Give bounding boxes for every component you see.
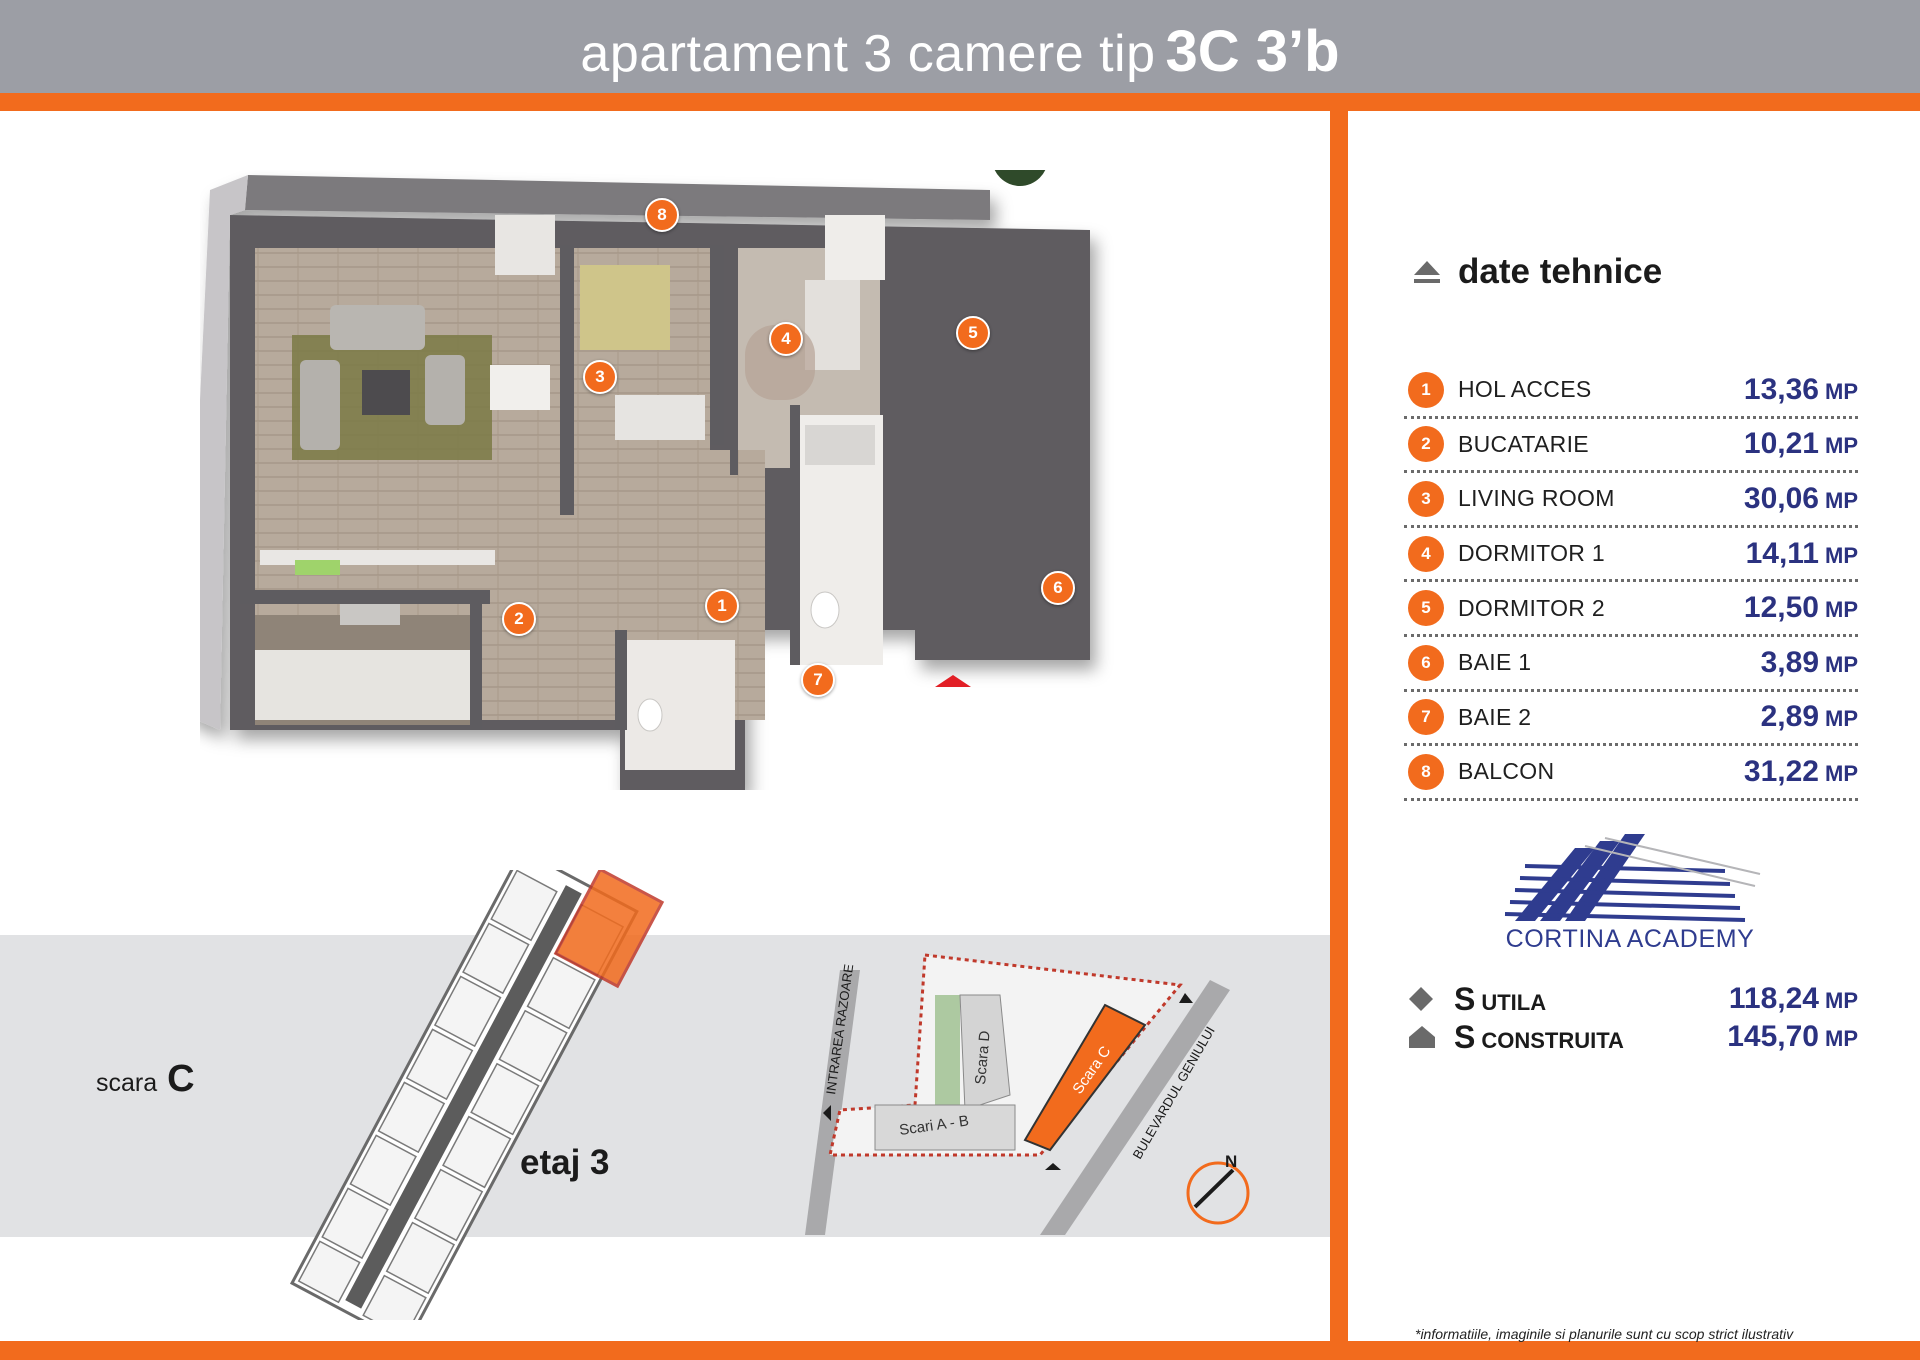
column-divider: [1330, 111, 1348, 1341]
title-bold: 3C 3’b: [1165, 19, 1340, 84]
room-area-value: 13,36: [1743, 372, 1819, 406]
floor-plan-drawing: [185, 130, 1090, 790]
room-name: DORMITOR 1: [1458, 540, 1605, 567]
building-floor-keyplan: [289, 870, 665, 1320]
room-name: BUCATARIE: [1458, 430, 1589, 457]
footer-accent-stripe: [0, 1341, 1920, 1360]
house-icon: [1409, 1026, 1435, 1048]
room-marker-5: 5: [956, 316, 990, 350]
room-marker-2: 2: [502, 602, 536, 636]
room-area-unit: MP: [1825, 597, 1858, 623]
eject-icon: [1414, 261, 1440, 283]
room-marker-8: 8: [645, 198, 679, 232]
room-number-badge: 8: [1408, 753, 1444, 790]
diamond-icon: [1409, 987, 1433, 1011]
room-number-badge: 5: [1408, 590, 1444, 627]
room-number-badge: 3: [1408, 480, 1444, 517]
site-plan: INTRAREA RAZOARE BULEVARDUL GENIULUI Sca…: [805, 953, 1250, 1235]
room-name: BALCON: [1458, 758, 1555, 785]
floor-label: etaj 3: [520, 1143, 610, 1182]
room-area-value: 14,11: [1745, 536, 1819, 570]
compass-icon: N: [1186, 1152, 1250, 1225]
room-marker-3: 3: [583, 360, 617, 394]
room-marker-1: 1: [705, 589, 739, 623]
room-area-unit: MP: [1825, 542, 1858, 568]
room-name: DORMITOR 2: [1458, 594, 1605, 621]
room-area-unit: MP: [1825, 651, 1858, 677]
disclaimer-note: *informatiile, imaginile si planurile su…: [1415, 1326, 1794, 1342]
area-value: 145,70: [1727, 1020, 1819, 1053]
room-number-badge: 6: [1408, 644, 1444, 681]
room-area-value: 12,50: [1743, 591, 1819, 625]
room-area-unit: MP: [1825, 487, 1858, 513]
area-s-letter: S: [1454, 1018, 1476, 1055]
room-marker-6: 6: [1041, 571, 1075, 605]
room-name: LIVING ROOM: [1458, 485, 1615, 512]
room-number-badge: 1: [1408, 371, 1444, 408]
area-label-text: CONSTRUITA: [1481, 1027, 1624, 1053]
room-number-badge: 7: [1408, 699, 1444, 736]
room-number-badge: 2: [1408, 426, 1444, 463]
room-number-badge: 4: [1408, 535, 1444, 572]
technical-data-title: date tehnice: [1458, 252, 1663, 291]
room-area-unit: MP: [1825, 378, 1858, 404]
area-label-text: UTILA: [1481, 989, 1547, 1015]
room-marker-7: 7: [801, 663, 835, 697]
room-area-unit: MP: [1825, 760, 1858, 786]
room-area-value: 2,89: [1760, 700, 1819, 734]
stair-text: scara: [96, 1069, 158, 1097]
area-unit: MP: [1825, 1026, 1858, 1051]
cortina-academy-logo: [1504, 834, 1761, 922]
technical-data-heading: date tehnice: [1412, 252, 1662, 292]
area-s-letter: S: [1454, 980, 1476, 1017]
stair-letter: C: [167, 1058, 195, 1100]
room-name: BAIE 2: [1458, 703, 1532, 730]
room-area-unit: MP: [1825, 706, 1858, 732]
apartment-floor-plan: 8 3 4 5 6 1 2 7: [185, 130, 1120, 790]
header-accent-stripe: [0, 93, 1920, 111]
area-value: 118,24: [1728, 982, 1819, 1015]
room-name: BAIE 1: [1458, 649, 1532, 676]
room-area-unit: MP: [1825, 433, 1858, 459]
room-area-value: 3,89: [1760, 645, 1819, 679]
stair-label: scara C: [96, 1058, 195, 1101]
logo-text: CORTINA ACADEMY: [1505, 925, 1755, 953]
room-name: HOL ACCES: [1458, 376, 1592, 403]
header-bar: [0, 0, 1920, 93]
scara-d-label: Scara D: [972, 1030, 994, 1086]
room-marker-4: 4: [769, 322, 803, 356]
room-area-value: 10,21: [1743, 427, 1819, 461]
area-unit: MP: [1825, 988, 1858, 1013]
title-light: apartament 3 camere tip: [580, 25, 1156, 83]
room-area-value: 30,06: [1743, 481, 1819, 515]
north-label: N: [1225, 1152, 1237, 1171]
room-area-value: 31,22: [1743, 754, 1819, 788]
